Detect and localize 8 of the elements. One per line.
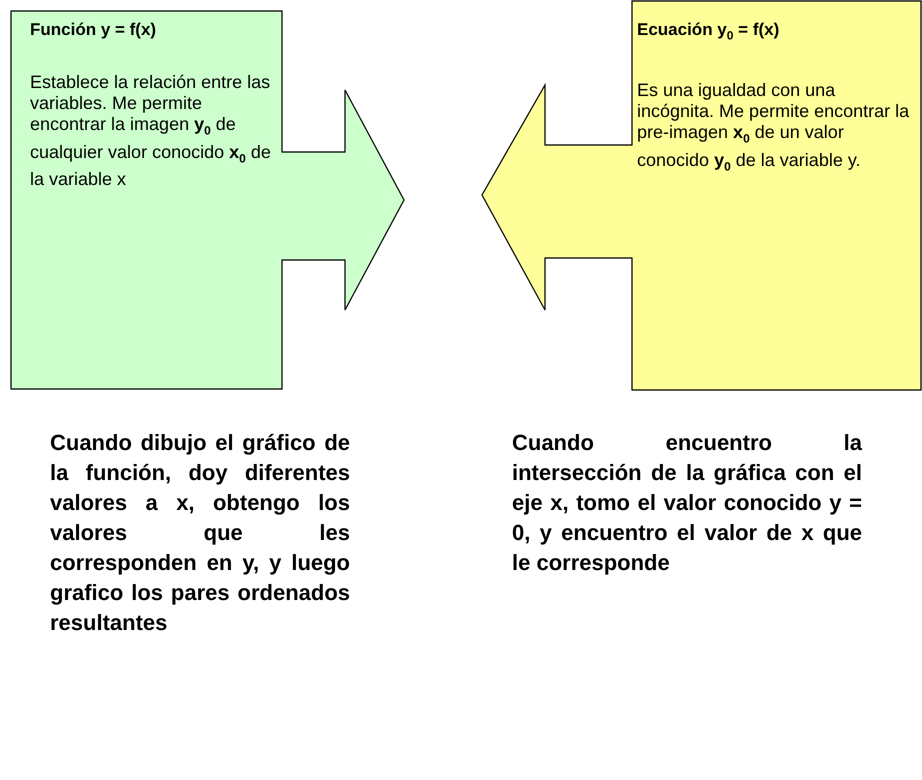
callout-text: Es una igualdad con una incógnita. Me permite encontrar la pre-imagen x$_{0}$ de un valor conocido y$_{0}$ de la variable y. [637, 80, 910, 176]
callout-heading: Función y = f(x) [30, 20, 158, 40]
explanation-text: Cuando dibujo el gráfico de la función, doy diferentes valores a x, obtengo los valores que les corresponden en y, y luego grafico los pares ordenados resultantes [50, 429, 350, 637]
callout-heading: Ecuación y$_{0}$ = f(x) [637, 20, 780, 42]
callout-text: Establece la relación entre las variables. Me permite encontrar la imagen y$_{0}$ de cualquier valor conocido x$_{0}$ de la variable x [30, 72, 272, 190]
explanation-text: Cuando encuentro la intersección de la gráfica con el eje x, tomo el valor conocido y = 0, y encuentro el valor de x que le corresponde [512, 429, 862, 577]
arrow-callout [481, 0, 922, 391]
arrow-callout [10, 10, 406, 390]
